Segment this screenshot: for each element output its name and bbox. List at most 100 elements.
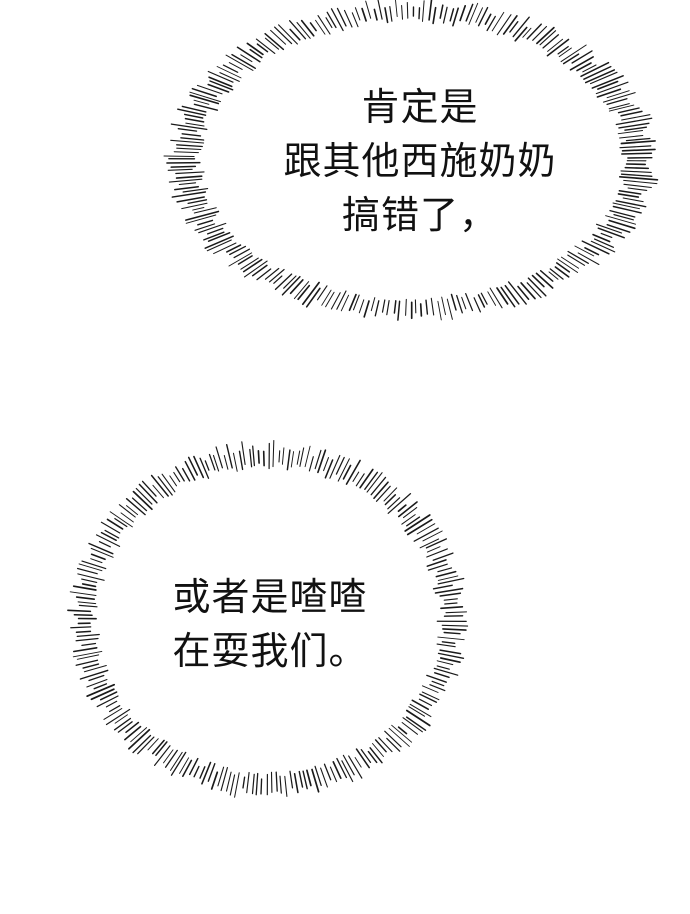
- burst-line: [198, 222, 227, 234]
- burst-line: [548, 271, 559, 280]
- burst-line: [314, 449, 322, 470]
- burst-line: [79, 669, 109, 680]
- burst-line: [234, 772, 240, 798]
- burst-line: [487, 291, 497, 306]
- burst-line: [386, 737, 401, 752]
- burst-line: [597, 227, 625, 239]
- burst-line: [93, 683, 108, 690]
- burst-line: [72, 650, 103, 658]
- burst-line: [437, 575, 459, 581]
- burst-line: [433, 667, 459, 676]
- burst-line: [213, 242, 237, 255]
- burst-line: [608, 219, 636, 230]
- burst-line: [177, 108, 207, 116]
- burst-line: [425, 299, 429, 315]
- burst-line: [427, 563, 448, 571]
- burst-line: [441, 641, 456, 645]
- burst-line: [405, 716, 427, 731]
- burst-line: [81, 583, 97, 588]
- burst-line: [210, 771, 219, 790]
- burst-line: [155, 741, 168, 757]
- burst-line: [296, 21, 311, 39]
- burst-line: [326, 11, 337, 29]
- burst-line: [618, 122, 650, 129]
- burst-line: [236, 46, 261, 63]
- burst-line: [157, 476, 173, 496]
- burst-line: [176, 144, 203, 148]
- burst-line: [105, 700, 118, 708]
- burst-line: [125, 721, 140, 734]
- burst-line: [281, 275, 301, 296]
- burst-line: [251, 773, 255, 795]
- burst-line: [278, 450, 281, 463]
- burst-line: [574, 245, 595, 257]
- burst-line: [365, 0, 372, 19]
- burst-line: [264, 267, 280, 280]
- burst-line: [624, 166, 650, 170]
- burst-line: [439, 4, 444, 19]
- burst-line: [182, 188, 209, 193]
- burst-line: [175, 175, 203, 179]
- burst-line: [106, 518, 124, 530]
- burst-line: [366, 472, 383, 493]
- burst-line: [426, 674, 447, 683]
- burst-line: [298, 770, 304, 788]
- burst-line: [401, 514, 416, 525]
- burst-line: [418, 7, 421, 20]
- burst-line: [316, 285, 328, 301]
- burst-line: [372, 743, 384, 757]
- burst-line: [232, 452, 238, 472]
- burst-line: [428, 0, 433, 21]
- burst-line: [187, 456, 199, 476]
- burst-line: [443, 598, 458, 601]
- burst-line: [419, 303, 423, 317]
- burst-line: [591, 75, 624, 89]
- burst-line: [78, 563, 103, 572]
- burst-line: [426, 546, 441, 553]
- burst-line: [370, 297, 376, 312]
- burst-line: [354, 757, 362, 768]
- burst-line: [207, 763, 216, 782]
- burst-line: [296, 450, 301, 465]
- burst-line: [196, 84, 223, 95]
- burst-line: [233, 248, 251, 259]
- burst-line: [314, 765, 322, 787]
- burst-line: [178, 182, 197, 186]
- burst-line: [405, 298, 407, 316]
- burst-line: [293, 281, 310, 300]
- burst-line: [623, 183, 652, 189]
- burst-line: [619, 145, 652, 149]
- burst-line: [439, 657, 461, 664]
- burst-line: [434, 672, 450, 679]
- burst-line: [317, 449, 327, 474]
- burst-line: [602, 92, 636, 103]
- burst-line: [419, 538, 440, 549]
- burst-line: [332, 761, 342, 780]
- burst-line: [75, 630, 92, 634]
- burst-line: [289, 770, 294, 789]
- burst-line: [426, 559, 447, 567]
- burst-line: [442, 6, 448, 24]
- burst-line: [242, 776, 246, 789]
- burst-line: [207, 83, 230, 93]
- burst-line: [391, 724, 413, 743]
- burst-line: [608, 104, 635, 112]
- burst-line: [596, 88, 622, 98]
- burst-line: [185, 210, 220, 221]
- burst-line: [532, 25, 548, 41]
- burst-line: [179, 757, 190, 774]
- burst-line: [187, 199, 208, 205]
- burst-line: [584, 69, 616, 84]
- burst-line: [114, 714, 128, 724]
- burst-line: [137, 736, 155, 755]
- burst-line: [268, 268, 285, 283]
- burst-line: [337, 458, 350, 482]
- burst-line: [461, 296, 467, 310]
- burst-line: [185, 214, 217, 224]
- burst-line: [402, 507, 418, 519]
- burst-line: [82, 663, 100, 669]
- burst-line: [135, 487, 153, 505]
- burst-line: [557, 45, 569, 55]
- burst-line: [375, 485, 391, 502]
